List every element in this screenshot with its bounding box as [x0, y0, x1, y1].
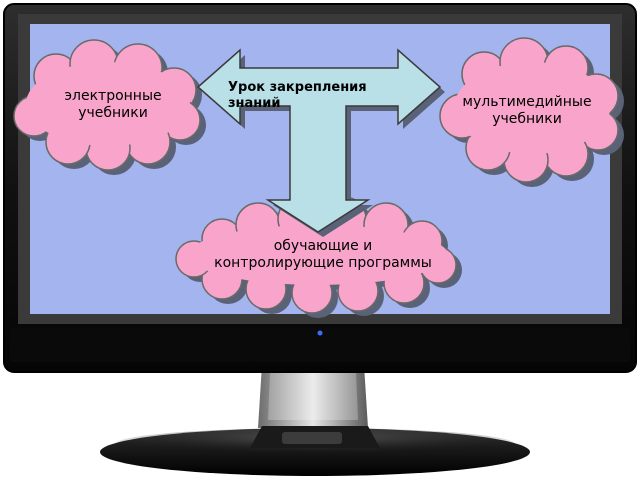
cloud-bottom-line-2: контролирующие программы	[214, 255, 432, 271]
arrow-label-line-2: знаний	[228, 96, 281, 111]
cloud-bottom-label: обучающие и контролирующие программы	[188, 238, 458, 272]
cloud-right	[439, 37, 624, 187]
cloud-left-line-1: электронные	[64, 88, 162, 104]
monitor-stand	[100, 365, 530, 476]
cloud-left-label: электронные учебники	[48, 88, 178, 122]
arrow-label: Урок закрепления знаний	[228, 80, 367, 112]
cloud-right-label: мультимедийные учебники	[452, 94, 602, 128]
cloud-bottom-line-1: обучающие и	[273, 238, 373, 254]
cloud-left-line-2: учебники	[78, 105, 148, 121]
cloud-left	[13, 39, 206, 175]
arrow-label-line-1: Урок закрепления	[228, 80, 367, 95]
power-led	[317, 330, 323, 336]
three-way-arrow	[196, 48, 445, 237]
cloud-right-line-2: учебники	[492, 111, 562, 127]
cloud-bottom	[175, 196, 462, 318]
cloud-right-line-1: мультимедийные	[462, 94, 592, 110]
